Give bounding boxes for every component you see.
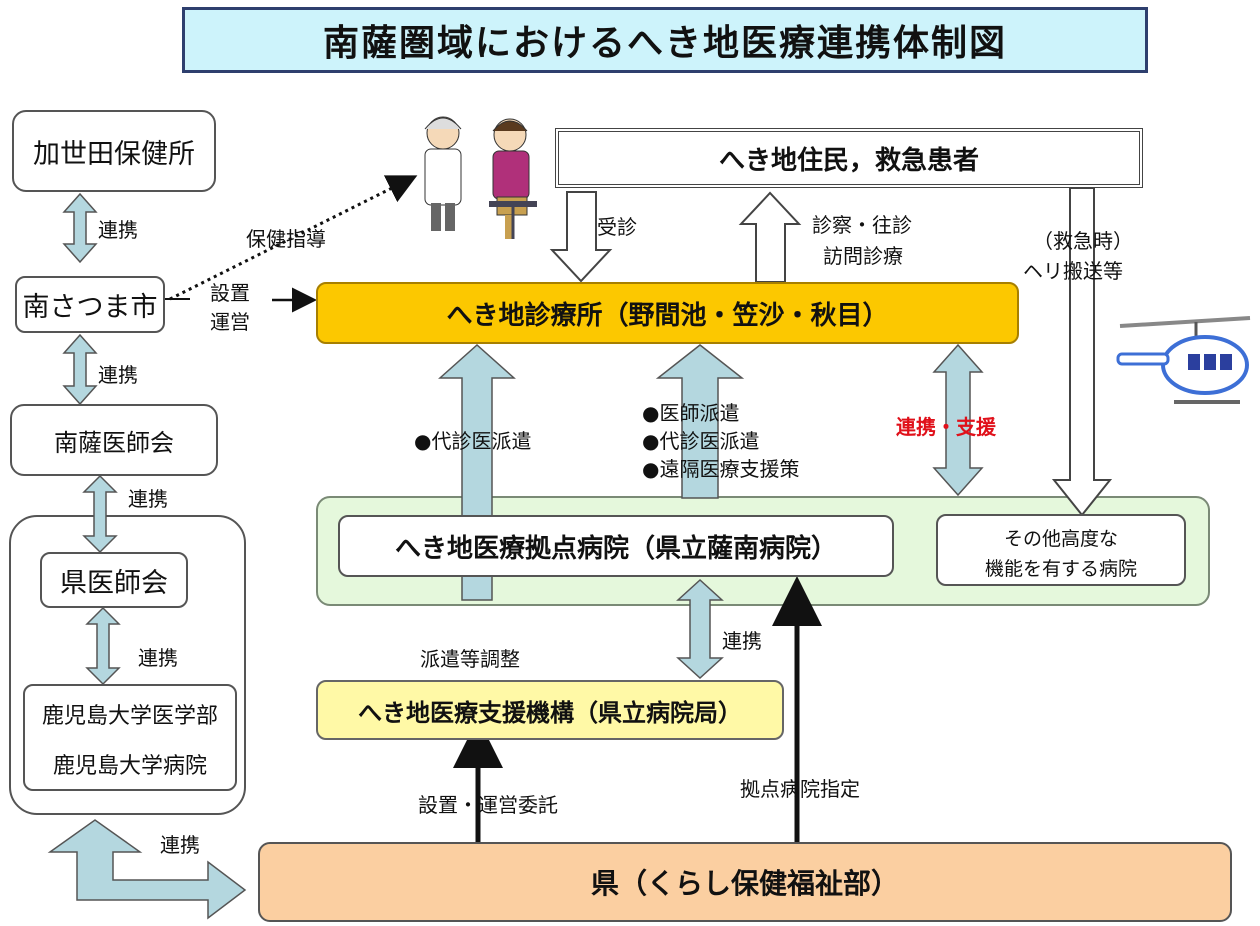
residents-label: へき地住民，救急患者 [718,145,979,176]
doctor-patient-illustration [405,105,555,245]
title-box: 南薩圏域におけるへき地医療連携体制図 [182,7,1148,73]
support-org-box: へき地医療支援機構（県立病院局） [316,680,784,740]
heli-arrow [1051,187,1113,517]
setchi-unei-itaku-label: 設置・運営委託 [418,793,558,817]
support-org-label: へき地医療支援機構（県立病院局） [358,698,742,727]
jushin-arrow [549,191,613,283]
other-hospital-line2: 機能を有する病院 [984,558,1137,580]
renkei-label-3: 連携 [128,487,168,511]
haken-chosei-label: 派遣等調整 [420,647,520,671]
minamisatsuma-label: 南さつま市 [22,292,158,323]
kyoten-shitei-label: 拠点病院指定 [740,777,860,801]
clinic-box: へき地診療所（野間池・笠沙・秋目） [316,282,1019,344]
kagoshima-univ: 鹿児島大学医学部 鹿児島大学病院 [23,684,237,791]
heli-label: ヘリ搬送等 [1023,259,1123,283]
hoken-shido-arrow [169,175,418,301]
renkei-label-mid: 連携 [722,629,762,653]
ishi-haken-label: ●医師派遣 [642,401,740,425]
daishin-label: ●代診医派遣 [414,429,532,453]
residents-box: へき地住民，救急患者 [555,128,1143,188]
other-hospital-box: その他高度な 機能を有する病院 [936,514,1186,586]
kaseda-health-center: 加世田保健所 [12,110,216,192]
jushin-label: 受診 [597,215,637,239]
kaseda-label: 加世田保健所 [33,138,195,170]
setchi-label: 設置 [210,281,250,305]
univ-hosp-label: 鹿児島大学病院 [52,754,207,779]
page-title: 南薩圏域におけるへき地医療連携体制図 [322,23,1007,64]
left-double-arrows [62,192,121,686]
renkei-shien-label: 連携・支援 [896,415,996,439]
base-hospital-label: へき地医療拠点病院（県立薩南病院） [394,533,837,564]
prefecture-label: 県（くらし保健福祉部） [590,867,899,900]
renkei-label-1: 連携 [98,218,138,242]
prefecture-box: 県（くらし保健福祉部） [258,842,1232,922]
hoken-shido-label: 保健指導 [246,227,326,251]
other-hospital-line1: その他高度な [1003,528,1118,550]
renkei-label-2: 連携 [98,363,138,387]
nansatsu-label: 南薩医師会 [54,428,174,457]
nansatsu-medical-assoc: 南薩医師会 [10,404,218,476]
renkei-arrow-mid [676,578,724,680]
minamisatsuma-city: 南さつま市 [15,276,165,333]
univ-med-label: 鹿児島大学医学部 [41,704,218,729]
kyukyu-label: （救急時） [1033,229,1133,253]
renkei-shien-arrow [932,343,984,497]
helicopter-illustration [1110,310,1258,410]
ishi-haken-arrow [655,344,745,499]
shinsatsu-label: 診察・往診 [812,213,912,237]
pref-medical-assoc: 県医師会 [40,552,188,608]
renkei-label-4: 連携 [138,646,178,670]
daishin2-label: ●代診医派遣 [642,429,760,453]
homon-label: 訪問診療 [823,244,903,268]
unei-label: 運営 [210,310,250,334]
ken-ishikai-label: 県医師会 [60,567,168,599]
base-hospital-box: へき地医療拠点病院（県立薩南病院） [338,515,894,577]
enkaku-label: ●遠隔医療支援策 [642,457,800,481]
clinic-label: へき地診療所（野間池・笠沙・秋目） [446,300,889,331]
corner-arrow [47,819,247,920]
renkei-label-5: 連携 [160,833,200,857]
shinsatsu-arrow [738,191,802,283]
